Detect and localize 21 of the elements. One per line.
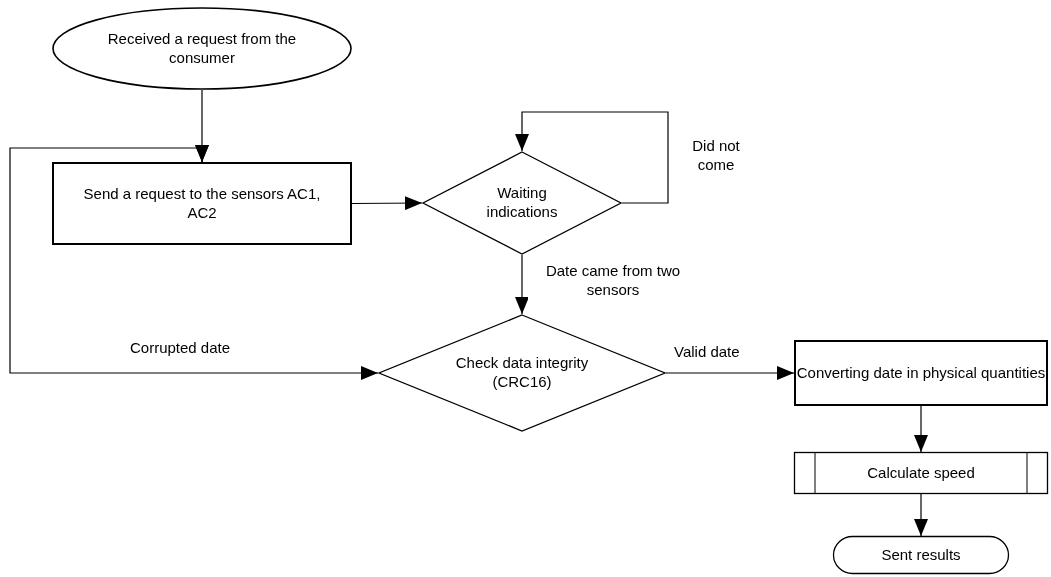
- end-terminal: [833, 536, 1009, 574]
- node-label: Received a request from the consumer: [106, 29, 298, 68]
- node-label: Send a request to the sensors AC1, AC2: [82, 184, 322, 223]
- node-label: Waiting indications: [485, 184, 559, 222]
- decision-diamond: [378, 314, 666, 432]
- arrow: [9, 145, 379, 380]
- node-label: Converting date in physical quantities: [796, 363, 1046, 383]
- arrow: [515, 254, 529, 315]
- arrow: [515, 111, 669, 204]
- process-box: [52, 162, 352, 245]
- node-label: Sent results: [881, 545, 961, 565]
- arrow: [914, 493, 928, 537]
- arrow: [914, 405, 928, 453]
- arrow: [351, 196, 423, 211]
- decision-diamond: [422, 151, 622, 255]
- subprocess-box: [794, 452, 1048, 494]
- process-box: [794, 340, 1048, 406]
- node-label: Calculate speed: [867, 463, 975, 483]
- start-ellipse: [52, 7, 352, 90]
- node-label: Check data integrity (CRC16): [454, 354, 590, 392]
- arrow: [665, 366, 795, 380]
